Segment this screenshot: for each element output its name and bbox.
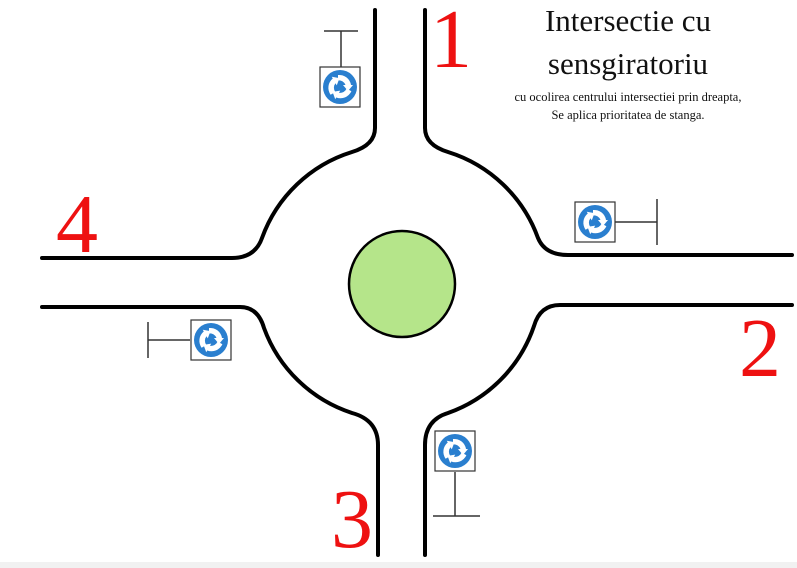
roundabout-sign-icon xyxy=(190,319,232,361)
road-edge-ne xyxy=(423,8,794,257)
sign-road-1 xyxy=(319,30,361,108)
subtitle-line-2: Se aplica prioritatea de stanga. xyxy=(551,108,705,122)
road-number-4: 4 xyxy=(56,178,98,271)
road-edge-se xyxy=(423,303,794,557)
title-line-1: Intersectie cu xyxy=(544,3,712,38)
road-number-3: 3 xyxy=(331,473,373,566)
road-edge-nw xyxy=(40,8,377,260)
roundabout-sign-icon xyxy=(434,430,476,472)
title-line-2: sensgiratoriu xyxy=(547,46,709,81)
road-edge-sw xyxy=(40,305,380,557)
roundabout-sign-icon xyxy=(319,66,361,108)
sign-road-2 xyxy=(574,199,658,245)
roundabout-sign-icon xyxy=(574,201,616,243)
road-number-1: 1 xyxy=(430,0,472,86)
central-island xyxy=(347,229,457,339)
sign-road-4 xyxy=(147,319,232,361)
bottom-strip xyxy=(0,562,797,568)
subtitle-line-1: cu ocolirea centrului intersectiei prin … xyxy=(514,90,742,104)
road-number-2: 2 xyxy=(739,302,781,395)
sign-road-3 xyxy=(433,430,480,517)
road-edges xyxy=(40,8,794,557)
